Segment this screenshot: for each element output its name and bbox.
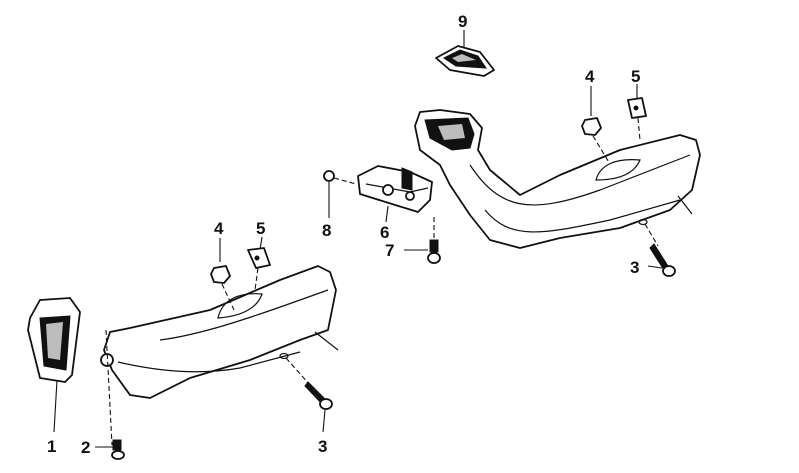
part-5-clip-left <box>247 236 271 291</box>
part-5-clip-right <box>627 84 647 141</box>
part-8-bolt <box>323 170 357 218</box>
part-9-cover-cap <box>435 30 495 77</box>
part-3-screw-left <box>285 357 333 433</box>
callout-4-right: 4 <box>585 67 595 86</box>
callout-5-left: 5 <box>256 219 265 238</box>
callout-4-left: 4 <box>214 219 224 238</box>
part-6-bracket <box>357 165 433 223</box>
right-grab-handle <box>414 109 701 249</box>
callout-2: 2 <box>81 438 90 457</box>
part-1-cover-cap <box>27 297 81 433</box>
callout-6: 6 <box>380 223 389 242</box>
callout-5-right: 5 <box>631 67 640 86</box>
callout-3-left: 3 <box>318 437 327 456</box>
part-4-nut-right <box>581 86 611 165</box>
callout-9: 9 <box>458 12 467 31</box>
part-7-screw <box>404 214 441 264</box>
callout-8: 8 <box>322 221 331 240</box>
part-4-nut-left <box>210 238 235 311</box>
left-grab-handle <box>100 265 339 446</box>
part-2-screw <box>95 439 125 460</box>
callout-1: 1 <box>47 437 56 456</box>
callout-3-right: 3 <box>630 258 639 277</box>
callout-7: 7 <box>385 241 394 260</box>
part-3-screw-right <box>644 223 676 277</box>
